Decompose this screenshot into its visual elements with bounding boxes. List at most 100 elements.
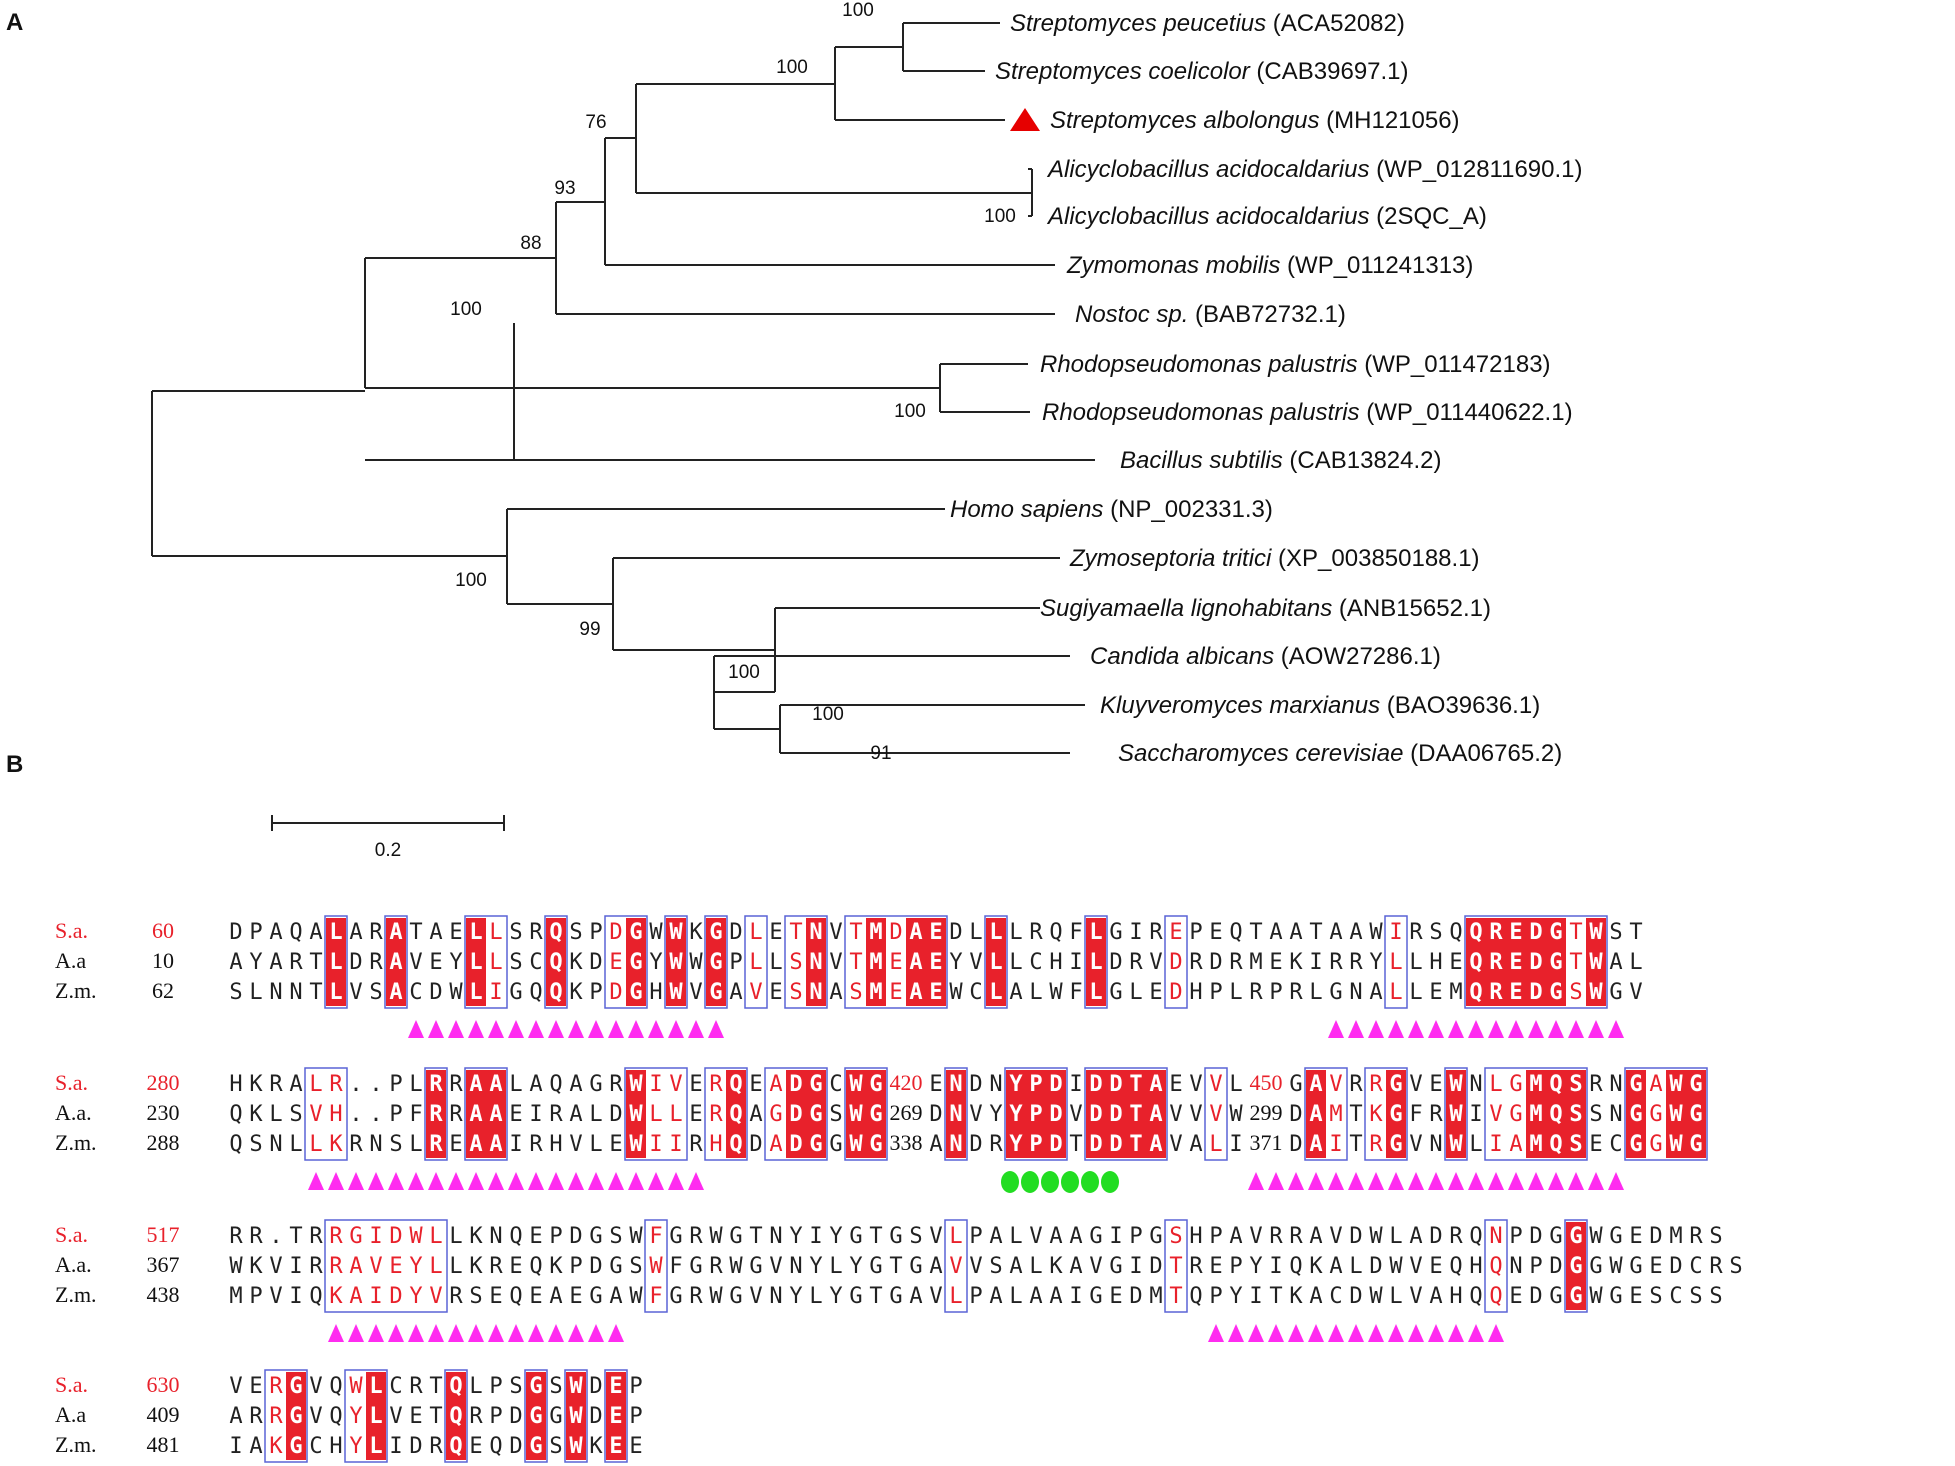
- helix-triangle-icon: [1548, 1172, 1564, 1190]
- residue: A: [489, 1132, 502, 1157]
- residue: W: [849, 1102, 863, 1127]
- residue: E: [689, 1072, 702, 1097]
- conserved-region-box: [464, 1067, 508, 1161]
- residue: G: [529, 1404, 542, 1429]
- residue: D: [509, 1404, 522, 1429]
- residue: V: [689, 980, 702, 1005]
- residue: Q: [509, 1284, 522, 1309]
- helix-triangle-icon: [508, 1020, 524, 1038]
- residue: R: [449, 1284, 463, 1309]
- residue: A: [1189, 1132, 1202, 1157]
- residue: Q: [229, 1102, 242, 1127]
- identical-residue-cell: [526, 1372, 546, 1460]
- identical-residue-cell: [1046, 1070, 1066, 1158]
- sequence-name: Z.m.: [55, 1282, 97, 1307]
- residue: L: [469, 1374, 482, 1399]
- residue: W: [569, 1434, 583, 1459]
- identical-residue-cell: [1566, 1070, 1586, 1158]
- residue: E: [929, 920, 942, 945]
- residue: S: [909, 1224, 922, 1249]
- taxon-name: Alicyclobacillus acidocaldarius: [1046, 156, 1369, 183]
- residue: E: [929, 950, 942, 975]
- bootstrap-value: 100: [812, 704, 844, 725]
- identical-residue-cell: [1686, 1070, 1706, 1158]
- residue: D: [569, 1224, 582, 1249]
- residue: D: [1349, 1284, 1362, 1309]
- residue: M: [1669, 1224, 1682, 1249]
- residue: D: [389, 1224, 402, 1249]
- residue: E: [449, 920, 462, 945]
- residue: E: [429, 950, 442, 975]
- helix-triangle-icon: [1508, 1172, 1524, 1190]
- residue: Q: [289, 920, 302, 945]
- residue: I: [1469, 1102, 1482, 1127]
- residue: D: [1529, 980, 1542, 1005]
- residue: A: [909, 980, 922, 1005]
- residue: D: [1169, 980, 1182, 1005]
- conserved-region-box: [1564, 1219, 1588, 1313]
- residue: L: [1389, 1284, 1402, 1309]
- residue: A: [749, 1102, 762, 1127]
- residue: V: [929, 1284, 942, 1309]
- residue: W: [1589, 1224, 1603, 1249]
- residue: N: [269, 980, 282, 1005]
- identical-residue-cell: [1306, 1070, 1326, 1158]
- residue: T: [1169, 1254, 1182, 1279]
- residue: V: [409, 950, 422, 975]
- sequence-start-position: 60: [152, 918, 174, 943]
- helix-triangle-icon: [1468, 1172, 1484, 1190]
- residue: E: [1649, 1254, 1662, 1279]
- residue: G: [509, 980, 522, 1005]
- conserved-region-box: [1484, 1219, 1508, 1313]
- residue: P: [1269, 980, 1282, 1005]
- residue: Q: [549, 980, 562, 1005]
- residue: Q: [1489, 1254, 1502, 1279]
- residue: W: [1229, 1102, 1243, 1127]
- residue: T: [869, 1224, 882, 1249]
- residue: R: [449, 1102, 463, 1127]
- residue: G: [709, 950, 722, 975]
- bootstrap-value: 100: [776, 57, 808, 78]
- residue: E: [1509, 1284, 1522, 1309]
- residue: A: [1409, 1224, 1422, 1249]
- residue: V: [749, 1284, 762, 1309]
- residue: A: [549, 1284, 562, 1309]
- identical-residue-cell: [706, 918, 726, 1006]
- identical-residue-cell: [1586, 918, 1606, 1006]
- residue: E: [449, 1132, 462, 1157]
- helix-triangle-icon: [428, 1324, 444, 1342]
- residue: M: [1529, 1102, 1542, 1127]
- residue: K: [269, 1434, 283, 1459]
- residue: V: [269, 1284, 282, 1309]
- residue: I: [1309, 950, 1322, 975]
- helix-triangle-icon: [1468, 1020, 1484, 1038]
- residue: G: [1689, 1102, 1702, 1127]
- residue: V: [1329, 1224, 1342, 1249]
- helix-triangle-icon: [1328, 1172, 1344, 1190]
- residue: I: [669, 1132, 682, 1157]
- conserved-region-box: [324, 915, 348, 1009]
- identical-residue-cell: [466, 1070, 486, 1158]
- residue: G: [809, 1132, 822, 1157]
- residue: W: [849, 1072, 863, 1097]
- residue: L: [289, 1132, 302, 1157]
- residue: W: [709, 1224, 723, 1249]
- residue: A: [229, 950, 242, 975]
- residue: G: [1109, 920, 1122, 945]
- residue: W: [1589, 980, 1603, 1005]
- motif-dot-icon: [1061, 1171, 1079, 1193]
- residue: D: [1129, 1284, 1142, 1309]
- residue: Y: [949, 950, 962, 975]
- tree-tip-label: Alicyclobacillus acidocaldarius (2SQC_A): [1046, 203, 1487, 230]
- residue: R: [369, 920, 383, 945]
- residue: Q: [1469, 920, 1482, 945]
- conserved-region-box: [304, 1067, 348, 1161]
- helix-triangle-icon: [1308, 1172, 1324, 1190]
- residue: V: [369, 1254, 382, 1279]
- sequence-name: S.a.: [55, 918, 88, 943]
- residue: W: [629, 1102, 643, 1127]
- residue: D: [1209, 950, 1222, 975]
- residue: E: [609, 1132, 622, 1157]
- residue: Q: [1489, 1284, 1502, 1309]
